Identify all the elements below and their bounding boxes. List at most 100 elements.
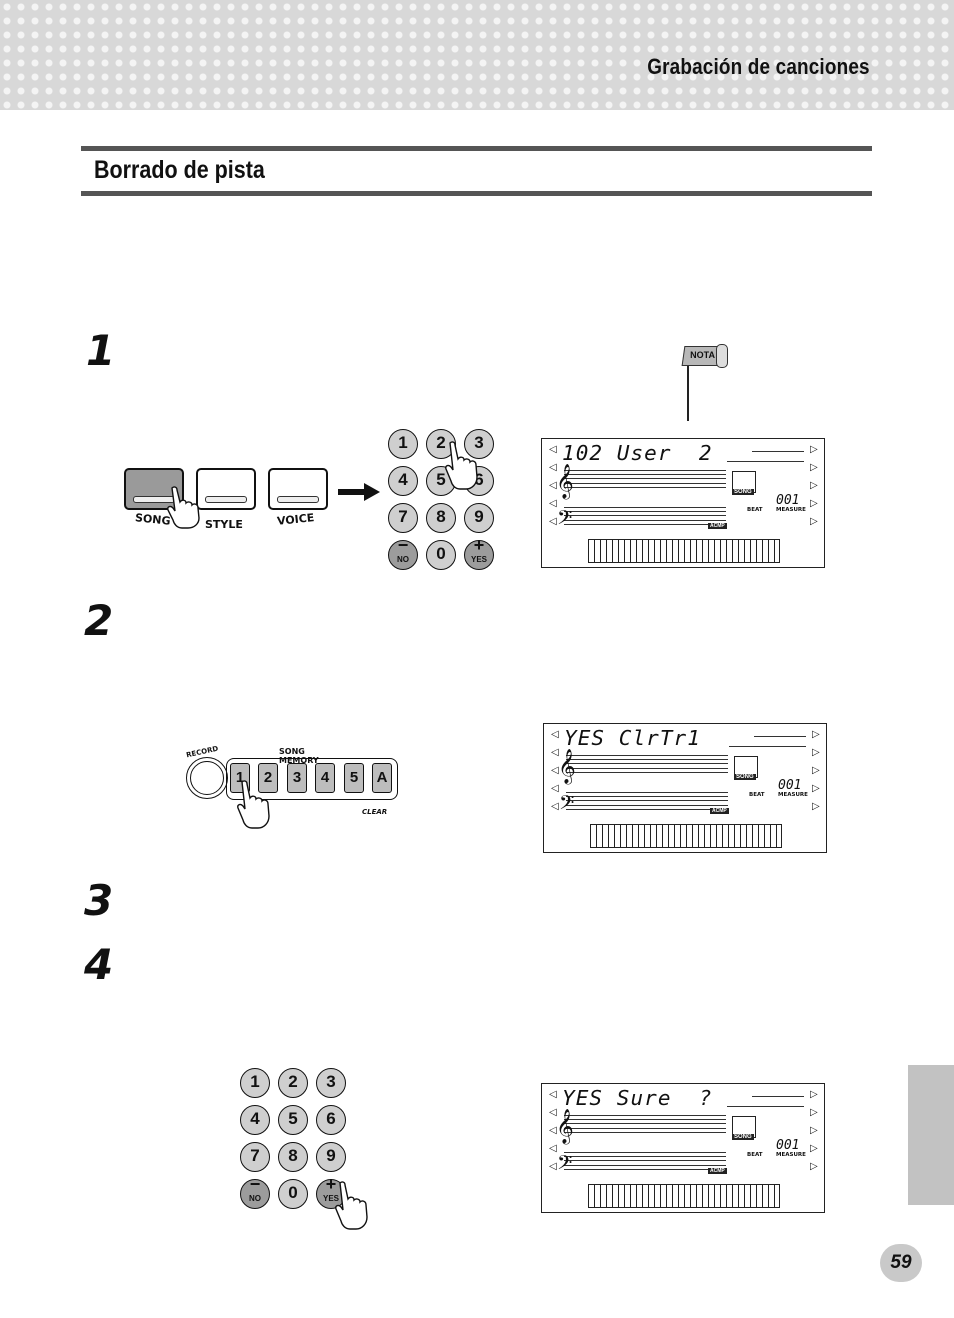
- section-title: Borrado de pista: [94, 156, 265, 184]
- right-triangle-icon: ▷: [810, 1143, 818, 1154]
- song-indicator: SONG: [732, 1134, 754, 1140]
- page-number: 59: [880, 1244, 922, 1282]
- left-triangle-icon: ◁: [549, 462, 557, 473]
- track-a-button[interactable]: A: [372, 763, 392, 793]
- lcd-text: 102 User 2: [562, 441, 713, 465]
- key-yes[interactable]: + YES: [464, 535, 494, 570]
- measure-label: MEASURE: [776, 1152, 806, 1158]
- button-slot: [277, 496, 319, 503]
- right-arrow-icon: [338, 483, 380, 501]
- left-triangle-icon: ◁: [549, 516, 557, 527]
- note-scroll-icon: [716, 344, 728, 368]
- left-triangle-icon: ◁: [549, 1125, 557, 1136]
- right-triangle-icon: ▷: [812, 765, 820, 776]
- section-rule-bottom: [81, 191, 872, 196]
- plus-icon: +: [325, 1174, 337, 1194]
- display-bar: [752, 451, 804, 452]
- bass-clef-icon: 𝄢: [557, 506, 573, 534]
- staff-line: [564, 474, 726, 476]
- key-3[interactable]: 3: [464, 429, 494, 459]
- acmp-indicator: ACMP: [708, 1168, 727, 1174]
- right-triangle-icon: ▷: [810, 1125, 818, 1136]
- step-number-3: 3: [84, 876, 114, 925]
- track-4-button[interactable]: 4: [315, 763, 335, 793]
- minus-icon: −: [397, 535, 409, 555]
- treble-clef-icon: 𝄞: [558, 749, 576, 784]
- staff-line: [566, 763, 728, 765]
- track-5-button[interactable]: 5: [344, 763, 364, 793]
- key-7[interactable]: 7: [388, 503, 418, 533]
- left-triangle-icon: ◁: [549, 1161, 557, 1172]
- step-number-4: 4: [84, 940, 114, 989]
- key-9[interactable]: 9: [464, 503, 494, 533]
- right-triangle-icon: ▷: [810, 1089, 818, 1100]
- key-0[interactable]: 0: [426, 540, 456, 570]
- key-6[interactable]: 6: [316, 1105, 346, 1135]
- left-triangle-icon: ◁: [549, 1143, 557, 1154]
- staff-line: [564, 1168, 726, 1170]
- key-0[interactable]: 0: [278, 1179, 308, 1209]
- key-4[interactable]: 4: [388, 466, 418, 496]
- acmp-indicator: ACMP: [708, 523, 727, 529]
- key-3[interactable]: 3: [316, 1068, 346, 1098]
- left-triangle-icon: ◁: [551, 729, 559, 740]
- right-triangle-icon: ▷: [812, 747, 820, 758]
- numeric-keypad-2: 1 2 3 4 5 6 7 8 9 − NO 0 + YES: [240, 1068, 368, 1230]
- step-number-2: 2: [84, 596, 114, 645]
- key-no[interactable]: − NO: [388, 535, 418, 570]
- display-bar: [752, 1096, 804, 1097]
- lcd-text: YES ClrTr1: [564, 726, 701, 750]
- key-yes-label: YES: [470, 555, 487, 564]
- key-4[interactable]: 4: [240, 1105, 270, 1135]
- key-8[interactable]: 8: [278, 1142, 308, 1172]
- staff-line: [566, 796, 728, 798]
- key-1[interactable]: 1: [388, 429, 418, 459]
- key-7[interactable]: 7: [240, 1142, 270, 1172]
- key-2[interactable]: 2: [278, 1068, 308, 1098]
- note-tag-label: NOTA: [690, 350, 715, 360]
- keyboard-graphic: [588, 539, 780, 563]
- left-triangle-icon: ◁: [551, 765, 559, 776]
- track-3-button[interactable]: 3: [287, 763, 307, 793]
- minus-icon: −: [249, 1174, 261, 1194]
- lcd-text: YES Sure ?: [562, 1086, 713, 1110]
- display-bar: [727, 461, 804, 462]
- song-memory-label: SONG MEMORY: [279, 747, 319, 765]
- key-8[interactable]: 8: [426, 503, 456, 533]
- style-button[interactable]: [196, 468, 256, 510]
- staff-line: [566, 759, 728, 761]
- measure-value: 001: [776, 493, 800, 508]
- display-bar: [729, 746, 806, 747]
- right-triangle-icon: ▷: [812, 729, 820, 740]
- treble-clef-icon: 𝄞: [556, 464, 574, 499]
- track-2-button[interactable]: 2: [258, 763, 278, 793]
- staff-line: [564, 511, 726, 513]
- key-5[interactable]: 5: [278, 1105, 308, 1135]
- button-slot: [205, 496, 247, 503]
- staff-line: [566, 792, 728, 793]
- staff-line: [564, 515, 726, 517]
- staff-line: [564, 470, 726, 471]
- staff-line: [564, 482, 726, 484]
- right-triangle-icon: ▷: [810, 1161, 818, 1172]
- right-triangle-icon: ▷: [810, 516, 818, 527]
- beat-label: BEAT: [749, 792, 765, 798]
- staff-line: [566, 804, 728, 806]
- voice-button[interactable]: [268, 468, 328, 510]
- pointing-hand-icon: [237, 780, 270, 829]
- record-button[interactable]: [190, 761, 224, 795]
- staff-line: [564, 478, 726, 480]
- header-band: [0, 0, 954, 110]
- key-1[interactable]: 1: [240, 1068, 270, 1098]
- display-bar: [727, 1106, 804, 1107]
- acmp-indicator: ACMP: [710, 808, 729, 814]
- key-no[interactable]: − NO: [240, 1174, 270, 1209]
- measure-value: 001: [776, 1138, 800, 1153]
- staff-line: [566, 800, 728, 802]
- left-triangle-icon: ◁: [551, 801, 559, 812]
- key-9[interactable]: 9: [316, 1142, 346, 1172]
- right-triangle-icon: ▷: [812, 801, 820, 812]
- right-triangle-icon: ▷: [810, 462, 818, 473]
